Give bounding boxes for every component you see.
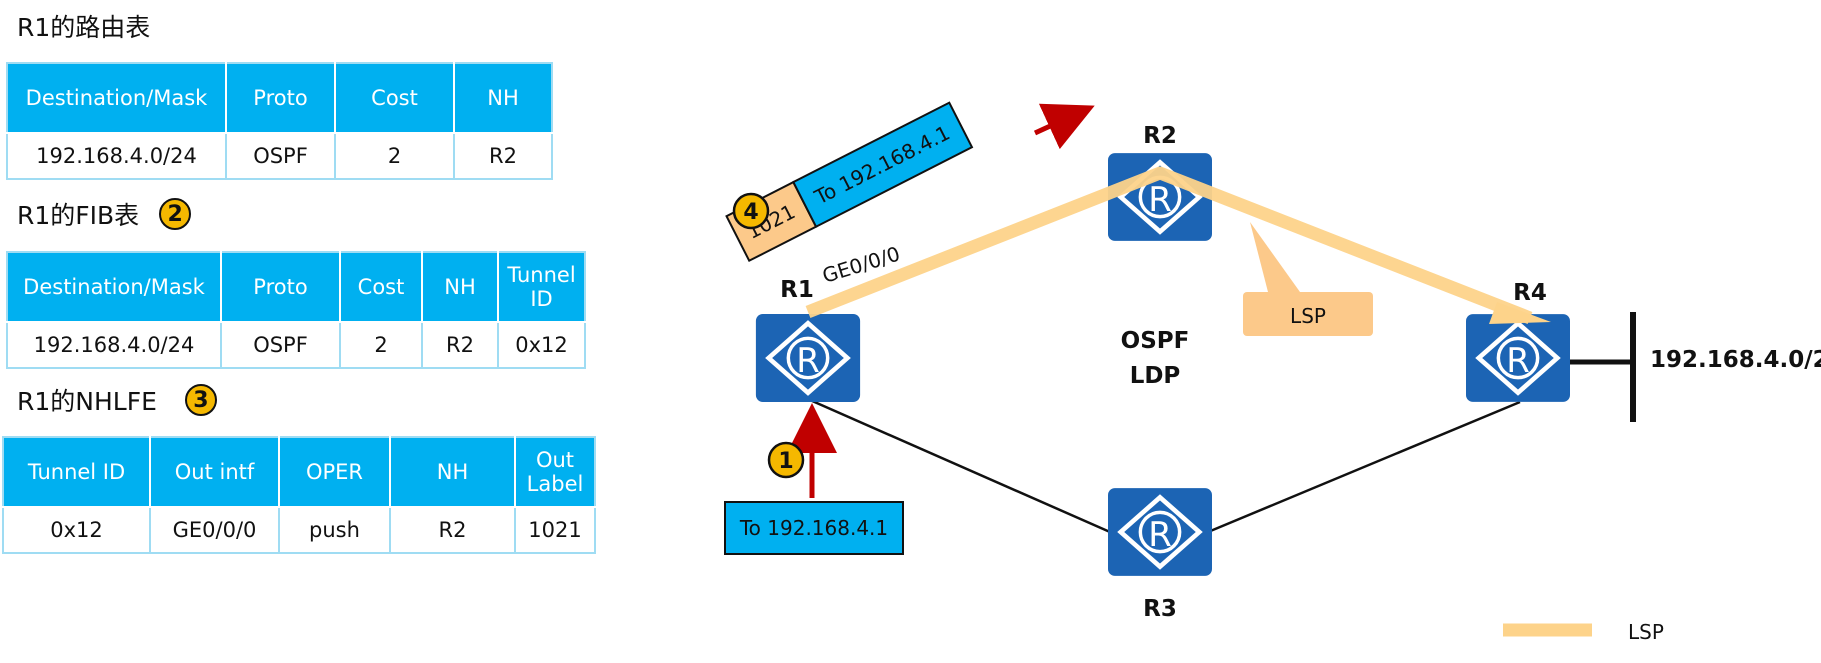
nhlfe-table: Tunnel ID Out intf OPER NH Out Label 0x1… bbox=[2, 436, 596, 554]
egress-arrow bbox=[1033, 103, 1095, 150]
table-cell: 0x12 bbox=[2, 506, 151, 554]
table-header-row: Destination/Mask Proto Cost NH Tunnel ID bbox=[6, 251, 586, 323]
fib-table: Destination/Mask Proto Cost NH Tunnel ID… bbox=[6, 251, 586, 369]
protocol-label-ospf: OSPF bbox=[1121, 328, 1190, 354]
destination-network-label: 192.168.4.0/24 bbox=[1650, 347, 1821, 373]
table-cell: 192.168.4.0/24 bbox=[6, 321, 222, 369]
column-header: Proto bbox=[225, 62, 336, 134]
table-cell: push bbox=[278, 506, 391, 554]
column-header: Proto bbox=[220, 251, 341, 323]
step-badge: 3 bbox=[184, 384, 217, 416]
column-header: Tunnel ID bbox=[497, 251, 586, 323]
column-header: Tunnel ID bbox=[2, 436, 151, 508]
table-cell: 0x12 bbox=[497, 321, 586, 369]
table-cell: OSPF bbox=[225, 132, 336, 180]
table-cell: R2 bbox=[421, 321, 499, 369]
table-cell: 2 bbox=[339, 321, 423, 369]
nhlfe-table-title-text: R1的NHLFE bbox=[17, 387, 157, 416]
router-r2: R bbox=[1108, 153, 1212, 241]
table-row: 192.168.4.0/24 OSPF 2 R2 bbox=[6, 132, 553, 180]
router-icon-letter: R bbox=[1148, 180, 1172, 220]
router-label-r2: R2 bbox=[1143, 123, 1177, 149]
step-badge-out: 4 bbox=[732, 192, 770, 230]
router-label-r4: R4 bbox=[1513, 280, 1547, 306]
router-icon-letter: R bbox=[796, 341, 820, 381]
column-header: OPER bbox=[278, 436, 391, 508]
router-icon-letter: R bbox=[1506, 341, 1530, 381]
router-r1: R bbox=[756, 314, 860, 402]
routing-table-title-text: R1的路由表 bbox=[17, 13, 151, 42]
lsp-callout: LSP bbox=[1243, 222, 1373, 336]
router-icon-letter: R bbox=[1148, 515, 1172, 555]
table-cell: OSPF bbox=[220, 321, 341, 369]
nhlfe-table-title: R1的NHLFE 3 bbox=[17, 382, 217, 418]
table-cell: 2 bbox=[334, 132, 455, 180]
router-label-r1: R1 bbox=[780, 277, 814, 303]
fib-table-title: R1的FIB表 2 bbox=[17, 196, 192, 232]
column-header: Destination/Mask bbox=[6, 62, 227, 134]
outgoing-packet: 1021 To 192.168.4.1 bbox=[725, 101, 974, 263]
table-cell: R2 bbox=[453, 132, 553, 180]
table-cell: 192.168.4.0/24 bbox=[6, 132, 227, 180]
routing-table: Destination/Mask Proto Cost NH 192.168.4… bbox=[6, 62, 553, 180]
column-header: Out intf bbox=[149, 436, 280, 508]
table-cell: GE0/0/0 bbox=[149, 506, 280, 554]
legend-lsp-label: LSP bbox=[1628, 620, 1664, 644]
incoming-packet-text: To 192.168.4.1 bbox=[739, 516, 888, 540]
column-header: Destination/Mask bbox=[6, 251, 222, 323]
table-header-row: Tunnel ID Out intf OPER NH Out Label bbox=[2, 436, 596, 508]
step-number: 1 bbox=[778, 449, 793, 474]
link-r1-r3 bbox=[809, 398, 1111, 534]
column-header: Cost bbox=[339, 251, 423, 323]
table-row: 192.168.4.0/24 OSPF 2 R2 0x12 bbox=[6, 321, 586, 369]
lsp-path bbox=[805, 166, 1533, 325]
routing-table-title: R1的路由表 bbox=[17, 8, 150, 44]
link-r3-r4 bbox=[1207, 400, 1521, 534]
step-badge: 2 bbox=[159, 198, 192, 230]
table-row: 0x12 GE0/0/0 push R2 1021 bbox=[2, 506, 596, 554]
step-number: 4 bbox=[743, 200, 758, 225]
table-header-row: Destination/Mask Proto Cost NH bbox=[6, 62, 553, 134]
router-r3: R bbox=[1108, 488, 1212, 576]
column-header: NH bbox=[453, 62, 553, 134]
lsp-callout-text: LSP bbox=[1290, 304, 1326, 328]
incoming-packet: To 192.168.4.1 bbox=[724, 501, 904, 555]
column-header: NH bbox=[389, 436, 516, 508]
protocol-label-ldp: LDP bbox=[1130, 363, 1181, 389]
fib-table-title-text: R1的FIB表 bbox=[17, 201, 140, 230]
step-badge-in: 1 bbox=[767, 441, 805, 479]
router-r4: R bbox=[1466, 314, 1570, 402]
column-header: NH bbox=[421, 251, 499, 323]
column-header: Cost bbox=[334, 62, 455, 134]
lsp-arrowhead bbox=[1489, 302, 1551, 324]
router-label-r3: R3 bbox=[1143, 596, 1177, 622]
table-cell: R2 bbox=[389, 506, 516, 554]
column-header: Out Label bbox=[514, 436, 596, 508]
table-cell: 1021 bbox=[514, 506, 596, 554]
